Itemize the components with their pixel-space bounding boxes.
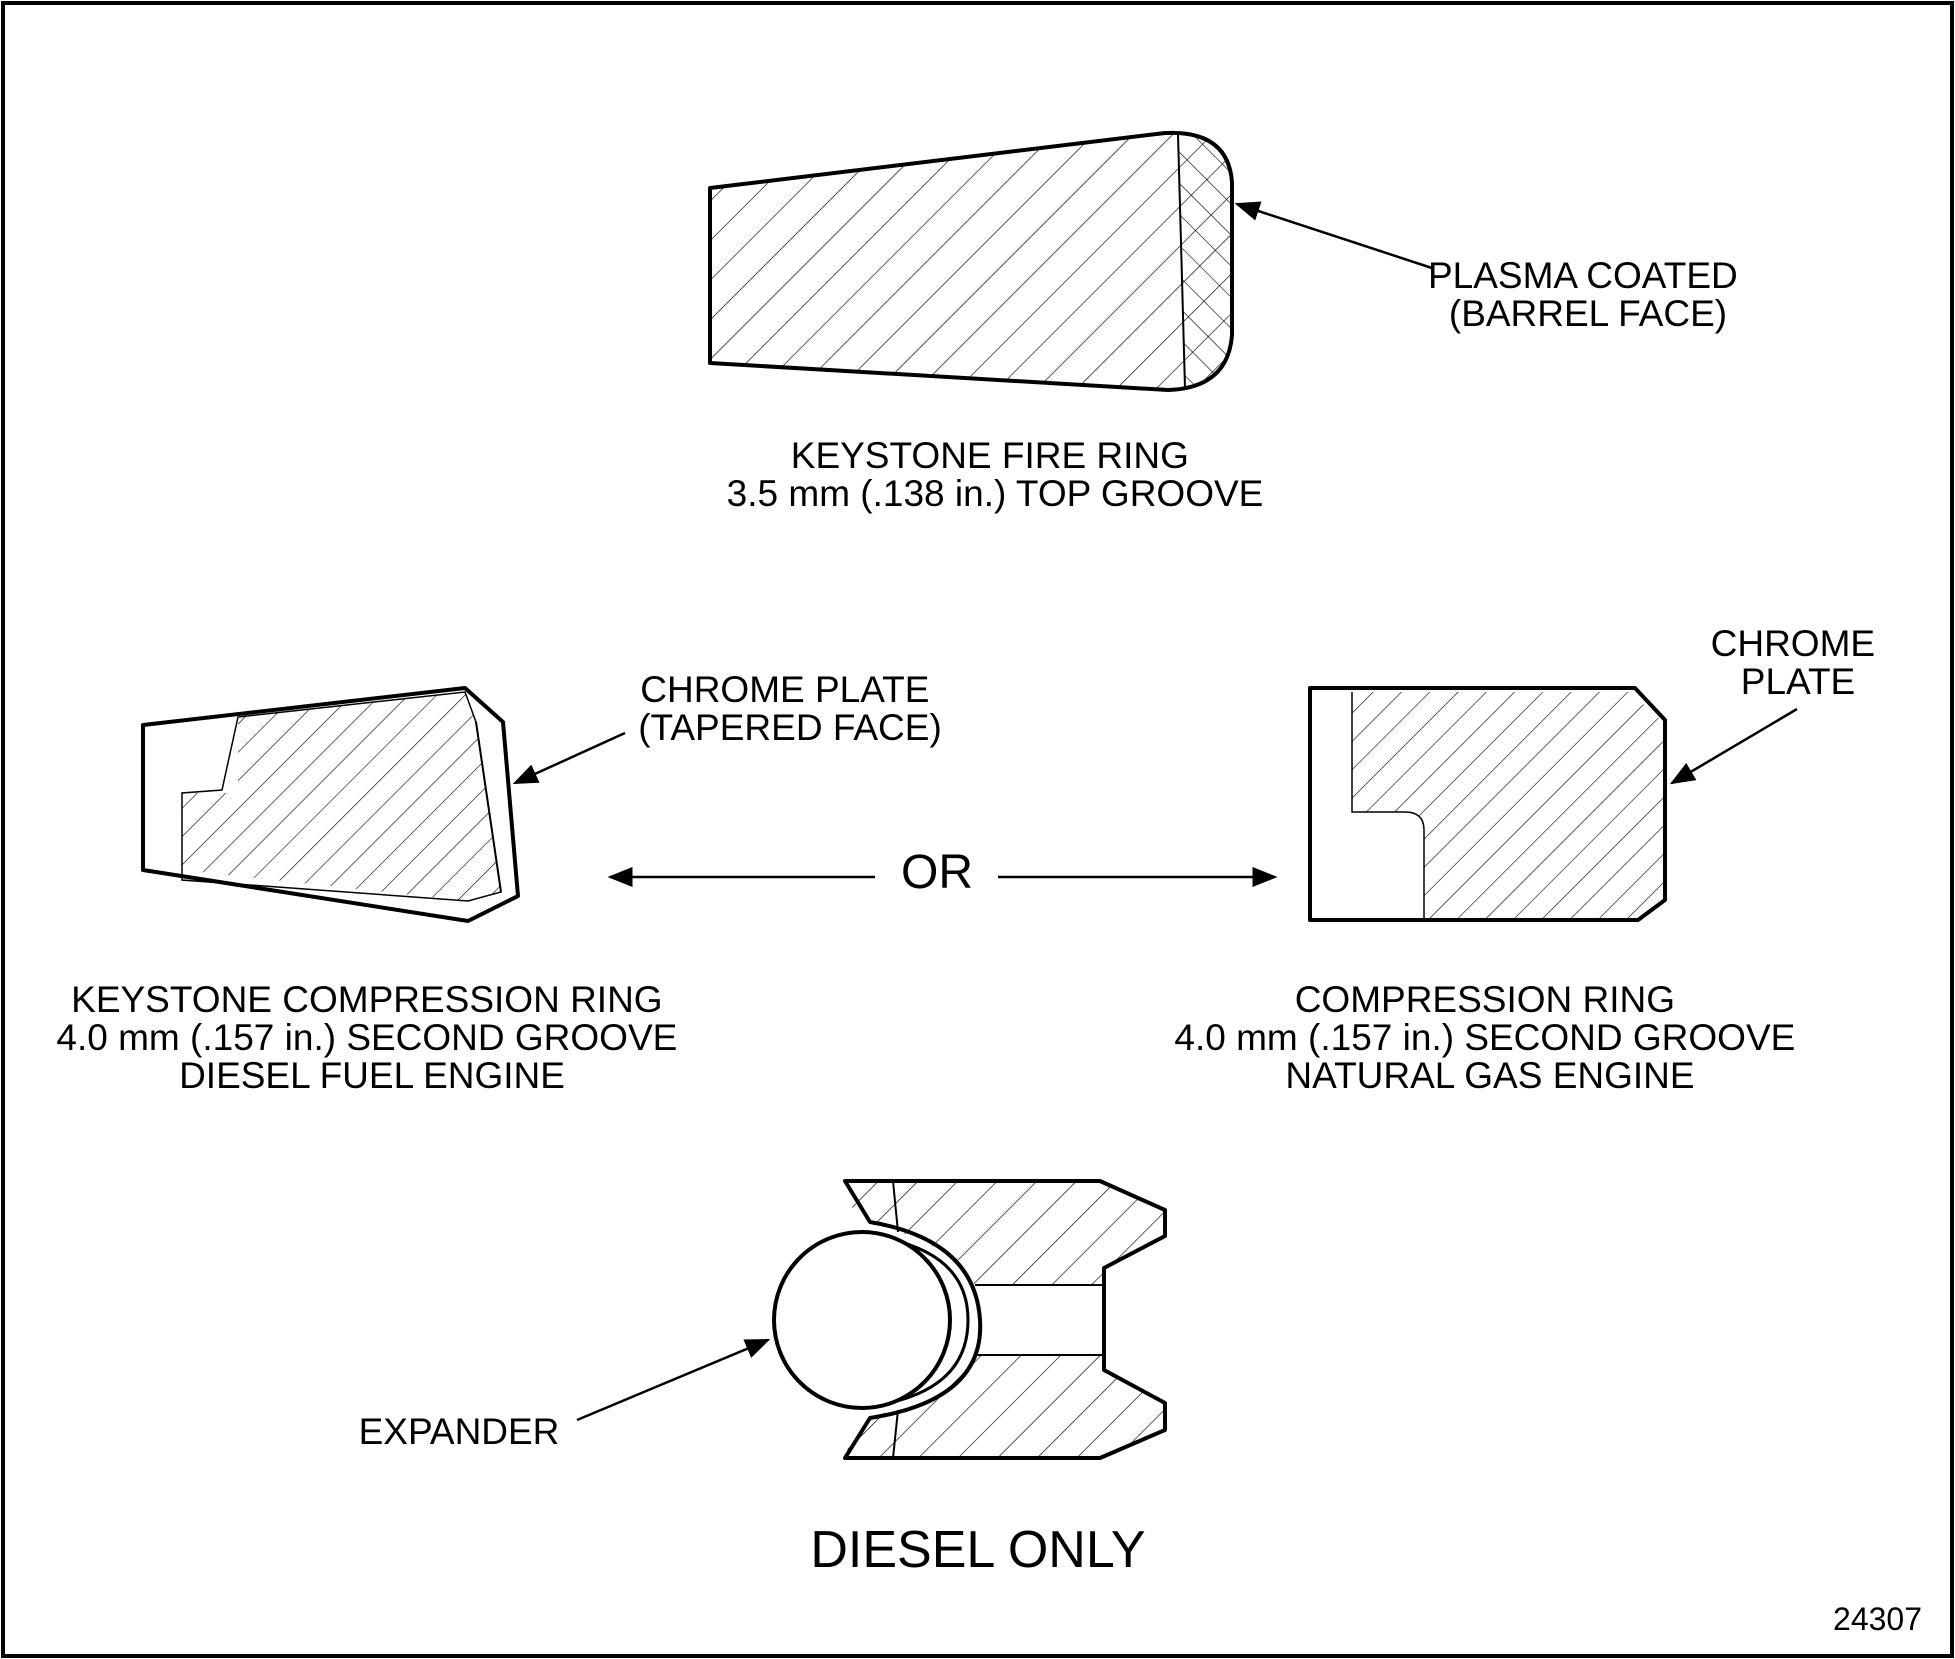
expander-label: EXPANDER xyxy=(359,1411,560,1452)
keystone-ring-taper-line xyxy=(475,721,502,893)
fire-ring-caption: KEYSTONE FIRE RING 3.5 mm (.138 in.) TOP… xyxy=(727,435,1264,514)
tapered-face-leader xyxy=(512,731,626,785)
oil-ring-upper-inlay xyxy=(892,1180,899,1233)
keystone-fire-ring xyxy=(708,130,1234,392)
compression-ring xyxy=(1308,686,1667,922)
diesel-only-label: DIESEL ONLY xyxy=(810,1521,1145,1579)
fire-ring-body xyxy=(710,132,1232,390)
oil-ring-assembly xyxy=(772,1179,1167,1460)
plasma-coated-leader xyxy=(1234,201,1433,270)
keystone-compression-ring xyxy=(141,686,520,923)
fire-ring-outline xyxy=(708,130,1234,392)
tapered-face-label: CHROME PLATE (TAPERED FACE) xyxy=(638,669,942,748)
oil-ring-upper-section xyxy=(845,1181,1165,1285)
or-label: OR xyxy=(901,846,973,899)
oil-ring-seat-curve xyxy=(871,1234,970,1408)
chrome-plate-label: CHROME PLATE xyxy=(1711,623,1886,702)
oil-ring-lower-inlay xyxy=(892,1409,899,1459)
keystone-ring-caption: KEYSTONE COMPRESSION RING 4.0 mm (.157 i… xyxy=(56,979,687,1096)
fire-ring-plasma-coating xyxy=(1178,134,1232,388)
chrome-plate-leader xyxy=(1669,707,1798,785)
oil-ring-lower-section xyxy=(845,1355,1165,1458)
figure-number: 24307 xyxy=(1833,1601,1922,1637)
expander-coil xyxy=(772,1230,952,1410)
compression-ring-outline xyxy=(1308,686,1667,922)
keystone-ring-outline xyxy=(141,686,520,923)
compression-ring-hatch xyxy=(1352,692,1663,918)
expander-leader xyxy=(576,1338,771,1422)
oil-ring-outline xyxy=(843,1179,1167,1460)
compression-ring-inlay-line xyxy=(1351,692,1425,918)
keystone-ring-chrome-inlay xyxy=(181,691,502,902)
compression-ring-caption: COMPRESSION RING 4.0 mm (.157 in.) SECON… xyxy=(1174,979,1805,1096)
fire-ring-coating-edge xyxy=(1177,133,1186,389)
keystone-ring-hatch xyxy=(182,692,501,901)
plasma-coated-label: PLASMA COATED (BARREL FACE) xyxy=(1428,255,1748,334)
